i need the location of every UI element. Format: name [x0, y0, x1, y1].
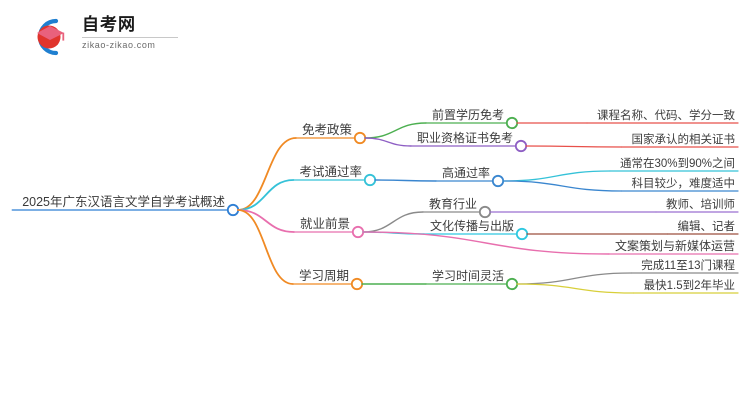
leaf-node-label-4-1-1[interactable]: 完成11至13门课程 [641, 259, 735, 272]
sub-node-label-1-1[interactable]: 前置学历免考 [431, 108, 504, 122]
sub-node-label-2-1[interactable]: 高通过率 [441, 166, 490, 180]
leaf-node-label-4-1-2[interactable]: 最快1.5到2年毕业 [643, 279, 735, 292]
leaf-node-label-3-1-1[interactable]: 教师、培训师 [666, 198, 735, 211]
connector-line [362, 231, 610, 255]
connector-line [237, 209, 294, 285]
leaf-node-label-2-1-1[interactable]: 通常在30%到90%之间 [619, 157, 735, 170]
sub-node-circle-1-1[interactable] [505, 116, 519, 130]
connector-line [237, 137, 297, 211]
sub-node-label-3-2[interactable]: 文化传播与出版 [429, 219, 514, 233]
sub-node-circle-2-1[interactable] [491, 174, 505, 188]
root-node-label[interactable]: 2025年广东汉语言文学自学考试概述 [22, 194, 225, 209]
sub-node-label-1-2[interactable]: 职业资格证书免考 [416, 131, 513, 145]
logo-divider [82, 37, 178, 38]
branch-node-circle-3[interactable] [351, 225, 365, 239]
logo-text: 自考网 zikao-zikao.com [82, 14, 178, 50]
branch-node-circle-1[interactable] [353, 131, 367, 145]
branch-node-circle-2[interactable] [363, 173, 377, 187]
connector-line [374, 179, 437, 182]
leaf-node-label-1-1-1[interactable]: 课程名称、代码、学分一致 [597, 109, 735, 122]
leaf-node-label-3-2-1[interactable]: 编辑、记者 [677, 220, 736, 233]
connector-line [362, 231, 425, 235]
connector-line [525, 145, 623, 148]
sub-node-circle-4-1[interactable] [505, 277, 519, 291]
branch-node-label-3[interactable]: 就业前景 [299, 216, 350, 231]
connector-line [362, 211, 424, 233]
leaf-node-label-1-2-1[interactable]: 国家承认的相关证书 [631, 133, 736, 146]
connector-line [237, 179, 295, 211]
site-logo: 自考网 zikao-zikao.com [26, 12, 178, 62]
sub-node-circle-1-2[interactable] [514, 139, 528, 153]
leaf-node-label-2-1-2[interactable]: 科目较少，难度适中 [631, 177, 736, 190]
sub-node-circle-3-2[interactable] [515, 227, 529, 241]
sub-node-label-4-1[interactable]: 学习时间灵活 [431, 269, 504, 283]
branch-node-label-1[interactable]: 免考政策 [301, 122, 352, 137]
branch-node-label-4[interactable]: 学习周期 [298, 268, 349, 283]
branch-node-label-2[interactable]: 考试通过率 [299, 164, 362, 179]
sub-node-circle-3-1[interactable] [478, 205, 492, 219]
connector-line [516, 272, 632, 285]
sub-node-label-3-1[interactable]: 教育行业 [428, 197, 477, 211]
connector-line [237, 209, 295, 233]
connector-line [502, 170, 611, 182]
connector-line [516, 283, 635, 294]
logo-domain: zikao-zikao.com [82, 40, 156, 50]
connector-line [502, 180, 623, 192]
logo-title: 自考网 [82, 15, 136, 34]
graduation-cap-icon [37, 18, 65, 56]
root-node-circle[interactable] [226, 203, 240, 217]
sub-node-label-3-3[interactable]: 文案策划与新媒体运营 [614, 239, 735, 253]
branch-node-circle-4[interactable] [350, 277, 364, 291]
connector-line [364, 137, 412, 147]
